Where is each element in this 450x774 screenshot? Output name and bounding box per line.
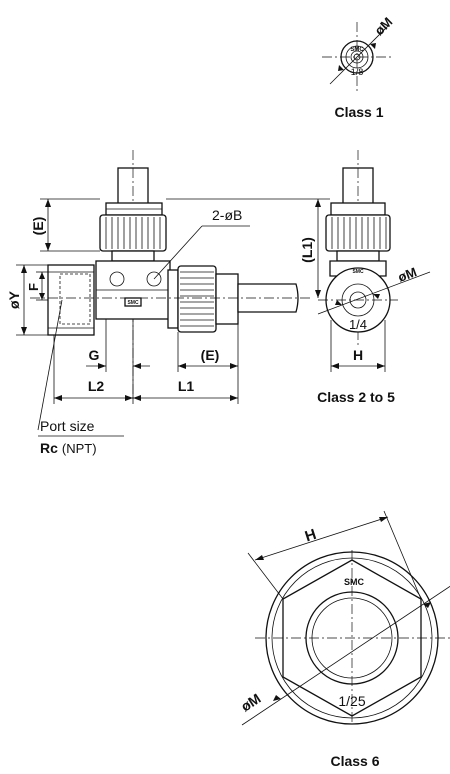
dim-l1-side-label: (L1)	[299, 237, 315, 263]
dim-f-label: F	[26, 283, 41, 291]
class6-ratio-label: 1/25	[338, 693, 365, 709]
dim-y-label: øY	[6, 290, 22, 309]
dim-e-bottom-label: (E)	[201, 347, 220, 363]
port-thread-label: Rc (NPT)	[40, 440, 97, 456]
port-thread-rc: Rc	[40, 440, 58, 456]
class1-caption: Class 1	[334, 104, 383, 120]
class6-h-label: H	[303, 526, 319, 546]
class1-diameter-label: øM	[372, 14, 396, 38]
front-brand-mark: SMC	[127, 300, 139, 306]
side-brand-mark: SMC	[352, 269, 364, 275]
dim-b-prefix: 2-øB	[212, 207, 242, 223]
dim-g-label: G	[89, 347, 100, 363]
side-h-label: H	[353, 347, 363, 363]
class1-brand-mark: SMC	[350, 47, 364, 53]
front-view: SMC (E)	[6, 150, 330, 456]
side-ratio-label: 1/4	[349, 317, 367, 332]
class6-brand-mark: SMC	[344, 577, 365, 587]
class6-view: SMC 1/25 H øM Class 6	[238, 510, 450, 769]
dim-l2-label: L2	[88, 378, 105, 394]
port-size-label: Port size	[40, 418, 95, 434]
side-caption: Class 2 to 5	[317, 389, 395, 405]
side-view: SMC 1/4 øM H Class 2 to 5	[317, 150, 431, 405]
dim-b-label: 2-øB	[212, 207, 242, 223]
class6-caption: Class 6	[330, 753, 379, 769]
dim-e-top-label: (E)	[30, 217, 46, 236]
class6-diameter-label: øM	[238, 690, 264, 714]
side-diameter-label: øM	[396, 264, 419, 285]
port-thread-npt: (NPT)	[62, 441, 97, 456]
class1-view: øM SMC 1/8 Class 1	[322, 14, 395, 120]
dim-l1-label: L1	[178, 378, 195, 394]
class1-ratio-label: 1/8	[351, 67, 364, 77]
